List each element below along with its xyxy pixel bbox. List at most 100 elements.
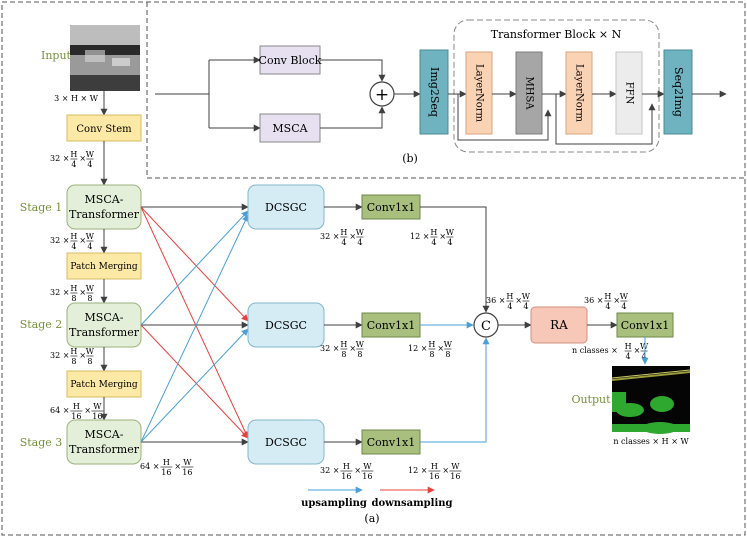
dim-times: × (634, 346, 641, 355)
dcsgc2-label: DCSGC (265, 319, 307, 332)
transformer-block-title: Transformer Block × N (491, 28, 622, 41)
dim-times: × (437, 344, 444, 353)
dim-numerator: H (340, 340, 347, 349)
dim-numerator: W (183, 458, 192, 467)
input-label: Input (41, 49, 72, 62)
dim-denominator: 8 (87, 294, 92, 303)
dim-numerator: W (356, 340, 365, 349)
dim-numerator: W (356, 228, 365, 237)
dim-numerator: W (93, 402, 102, 411)
patch-merging2-label: Patch Merging (70, 380, 138, 390)
dim-channels: 12 × (410, 232, 429, 241)
stage3-out-dim: 64 ×H16×W16 (140, 458, 194, 477)
dim-denominator: 8 (71, 294, 76, 303)
dim-times: × (79, 236, 86, 245)
dim-channels: 12 × (408, 466, 427, 475)
dim-denominator: 16 (161, 468, 171, 477)
add-symbol: + (375, 85, 389, 105)
legend: upsampling downsampling (a) (301, 486, 453, 525)
input-image (70, 25, 140, 91)
stage1-label: Stage 1 (20, 201, 63, 214)
ffn-label: FFN (624, 82, 635, 105)
conv1x1-1-box (361, 194, 421, 220)
downsampling-legend-label: downsampling (371, 498, 452, 509)
mhsa-box (515, 51, 543, 135)
conv1x1-2-box (361, 312, 421, 338)
msca-box (259, 113, 321, 143)
dim-numerator: H (70, 150, 77, 159)
dcsgc3-out-dim: 32 ×H16×W16 (320, 462, 374, 481)
dim-denominator: 8 (445, 350, 450, 359)
dim-numerator: W (446, 228, 455, 237)
dim-denominator: 4 (621, 302, 626, 311)
dim-denominator: 8 (87, 357, 92, 366)
stage2-label: Stage 2 (20, 318, 63, 331)
layernorm1-box (465, 51, 493, 135)
conv1-out-dim: 12 ×H4×W4 (410, 228, 455, 247)
patch-merging1-label: Patch Merging (70, 262, 138, 272)
dim-denominator: 4 (87, 242, 92, 251)
dim-denominator: 4 (626, 352, 631, 361)
dim-numerator: W (522, 292, 531, 301)
dim-numerator: W (451, 462, 460, 471)
dim-denominator: 16 (450, 472, 460, 481)
output-mask-image (611, 366, 691, 434)
stage3-label: Stage 3 (20, 436, 63, 449)
dim-denominator: 16 (92, 412, 102, 421)
dim-denominator: 8 (71, 357, 76, 366)
stage1-line1: MSCA- (85, 193, 124, 206)
conv3-out-dim: 12 ×H16×W16 (408, 462, 462, 481)
dim-channels: 32 × (320, 466, 339, 475)
dcsgc1-out-dim: 32 ×H4×W4 (320, 228, 365, 247)
img2seq-box (419, 49, 449, 135)
dim-channels: n classes × (572, 346, 618, 355)
ra-label: RA (550, 318, 568, 332)
dim-numerator: H (73, 402, 80, 411)
dim-numerator: H (506, 292, 513, 301)
conv2-out-dim: 12 ×H8×W8 (408, 340, 453, 359)
dcsgc1-label: DCSGC (265, 201, 307, 214)
dim-denominator: 8 (357, 350, 362, 359)
final-out-dim: n classes ×H4×W4 (572, 342, 649, 361)
dim-denominator: 16 (341, 472, 351, 481)
dim-channels: 12 × (408, 344, 427, 353)
dim-numerator: H (70, 347, 77, 356)
dim-numerator: W (640, 342, 649, 351)
upsampling-legend-label: upsampling (301, 498, 367, 509)
stage2-out-dim: 32 ×H8×W8 (50, 347, 95, 366)
dim-denominator: 16 (362, 472, 372, 481)
dim-denominator: 4 (447, 238, 452, 247)
stem-out-dim: 32 ×H4×W4 (50, 150, 95, 169)
seq2img-label: Seq2Img (672, 67, 685, 117)
dim-denominator: 16 (182, 468, 192, 477)
dim-numerator: H (163, 458, 170, 467)
dim-channels: 36 × (584, 296, 603, 305)
dim-numerator: H (70, 232, 77, 241)
msca-label: MSCA (272, 122, 308, 135)
dim-numerator: W (86, 284, 95, 293)
caption-b: (b) (402, 152, 418, 165)
ffn-box (615, 51, 643, 135)
cross-connections (140, 203, 249, 446)
transformer-block-panel: Conv Block MSCA + Img2Seq Transformer Bl… (155, 19, 727, 165)
dim-times: × (354, 466, 361, 475)
stage1-block (66, 184, 142, 230)
img2seq-label: Img2Seq (428, 67, 441, 117)
stage3-block (66, 419, 142, 465)
conv1x1-3-label: Conv1x1 (367, 436, 416, 449)
layernorm2-label: LayerNorm (574, 64, 585, 123)
layernorm1-label: LayerNorm (474, 64, 485, 123)
dim-channels: 32 × (50, 236, 69, 245)
encoder: Input n classes × H × W 3 × H × W Conv S… (20, 25, 194, 477)
dim-denominator: 4 (523, 302, 528, 311)
dim-channels: 64 × (50, 406, 69, 415)
dcsgc2-out-dim: 32 ×H8×W8 (320, 340, 365, 359)
dim-denominator: 4 (357, 238, 362, 247)
dim-denominator: 4 (87, 160, 92, 169)
caption-a: (a) (364, 512, 379, 525)
dim-denominator: 4 (341, 238, 346, 247)
stage2-block (66, 302, 142, 348)
dim-numerator: W (86, 232, 95, 241)
dim-times: × (79, 351, 86, 360)
conv1x1-final-label: Conv1x1 (621, 319, 670, 332)
